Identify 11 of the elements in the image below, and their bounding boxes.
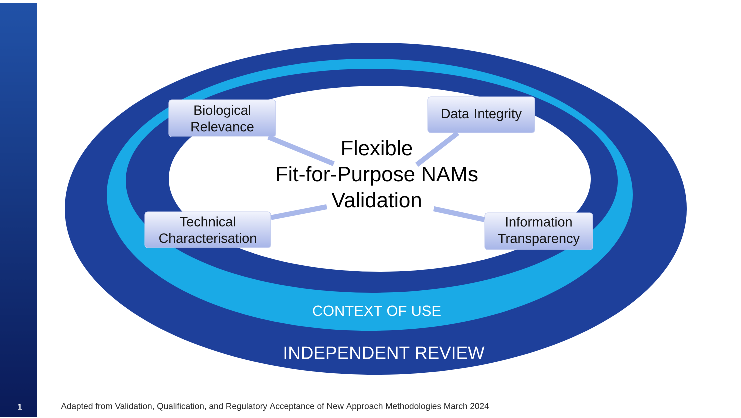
- page-number: 1: [18, 404, 22, 410]
- connector: [268, 134, 335, 166]
- rounded-box: Information Transparency: [484, 212, 594, 250]
- connector: [270, 204, 328, 220]
- rounded-box: Biological Relevance: [168, 100, 276, 138]
- rounded-box: Data Integrity: [428, 96, 536, 134]
- rounded-box: Technical Characterisation: [144, 212, 272, 248]
- connector: [415, 131, 460, 167]
- connector: [433, 206, 486, 222]
- source-note: Adapted from Validation, Qualification, and Regulatory Acceptance of New Approach Methodologies March 2024: [61, 403, 490, 412]
- center-label: Flexible Fit-for-Purpose NAMs Validation: [277, 140, 478, 208]
